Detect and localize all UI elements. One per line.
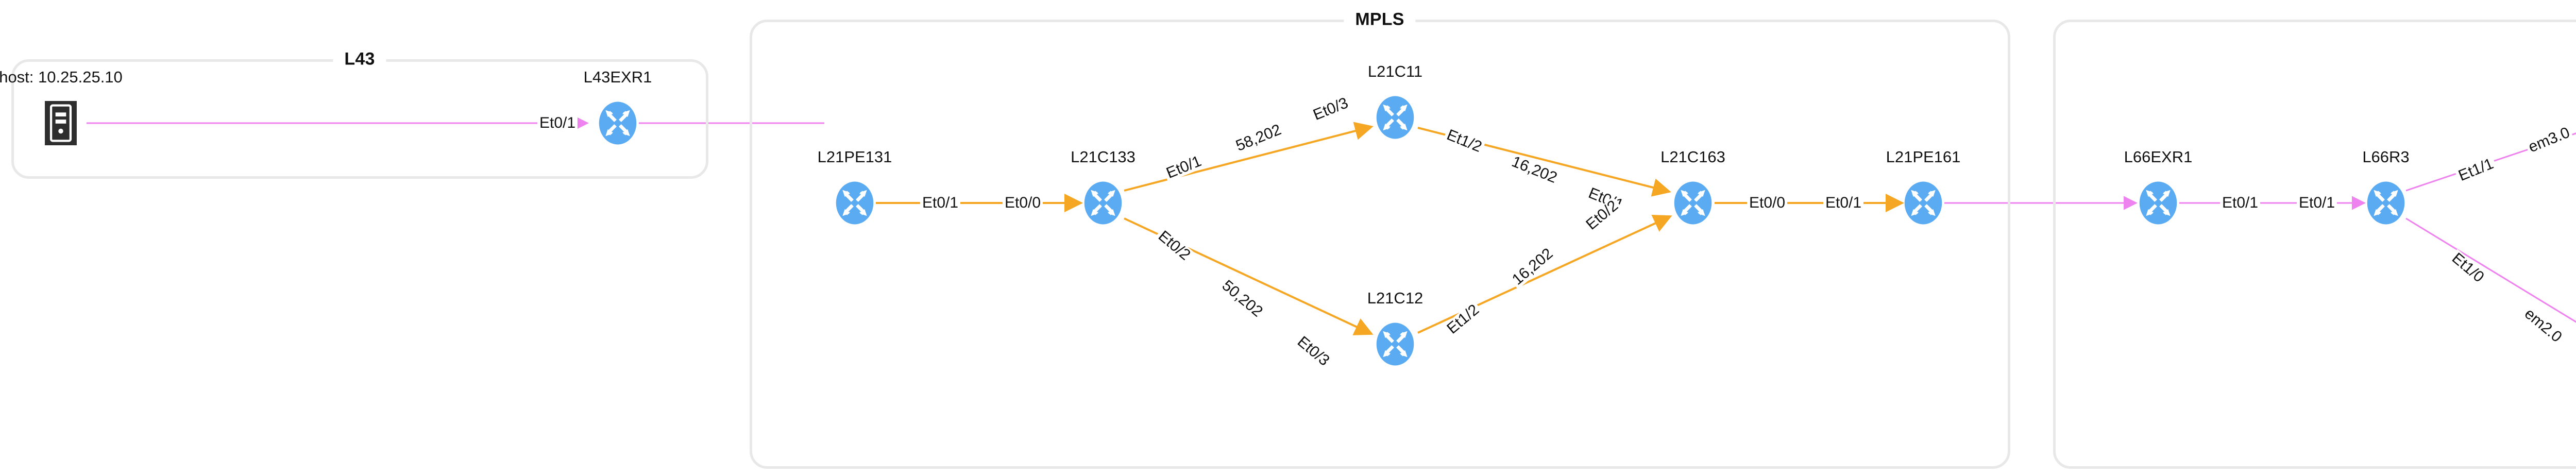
edge-label-e8-0: Et0/0 [1747, 195, 1788, 211]
edge-label-e10-1: Et0/1 [2296, 195, 2337, 211]
node-l21c133[interactable]: L21C133 [1071, 149, 1136, 225]
edge-label-e1-0: Et0/1 [537, 115, 578, 131]
edge-label-e10-0: Et0/1 [2219, 195, 2261, 211]
edge-label-e3-1: Et0/0 [1002, 195, 1043, 211]
node-label-l66r3: L66R3 [2362, 148, 2410, 166]
router-icon [1376, 95, 1414, 140]
group-mpls-title: MPLS [1344, 9, 1416, 30]
link-l21c133-to-l21c11 [1124, 122, 1374, 192]
node-l21pe161[interactable]: L21PE161 [1886, 149, 1960, 225]
router-icon [599, 101, 637, 145]
link-l66r3-to-l66jr5 [2405, 217, 2576, 323]
node-l21c163[interactable]: L21C163 [1660, 149, 1725, 225]
node-label-host_l43: host: 10.25.25.10 [0, 68, 123, 86]
node-label-l21c163: L21C163 [1660, 148, 1725, 166]
node-l66r3[interactable]: L66R3 [2362, 149, 2410, 225]
router-icon [1674, 181, 1712, 225]
edge-label-e3-0: Et0/1 [920, 195, 961, 211]
node-host_l43[interactable]: host: 10.25.25.10 [0, 69, 123, 145]
server-icon [45, 101, 77, 145]
node-label-l21pe161: L21PE161 [1886, 148, 1961, 166]
group-l43-title: L43 [333, 49, 386, 70]
router-icon [2139, 181, 2177, 225]
node-l43exr1[interactable]: L43EXR1 [584, 69, 652, 145]
router-icon [1376, 322, 1414, 366]
node-l66exr1[interactable]: L66EXR1 [2124, 149, 2192, 225]
node-label-l21pe131: L21PE131 [817, 148, 892, 166]
group-ostrava [2053, 20, 2576, 469]
router-icon [1904, 181, 1942, 225]
node-label-l21c11: L21C11 [1367, 62, 1423, 80]
router-icon [836, 181, 874, 225]
node-label-l66exr1: L66EXR1 [2124, 148, 2193, 166]
edge-label-e8-1: Et0/1 [1823, 195, 1864, 211]
node-l21c11[interactable]: L21C11 [1368, 63, 1422, 140]
node-l21c12[interactable]: L21C12 [1367, 290, 1423, 366]
node-label-l43exr1: L43EXR1 [583, 68, 652, 86]
router-icon [1084, 181, 1122, 225]
node-l21pe131[interactable]: L21PE131 [818, 149, 892, 225]
node-label-l21c133: L21C133 [1071, 148, 1136, 166]
router-icon [2367, 181, 2405, 225]
group-mpls [750, 20, 2010, 469]
node-label-l21c12: L21C12 [1367, 289, 1423, 307]
